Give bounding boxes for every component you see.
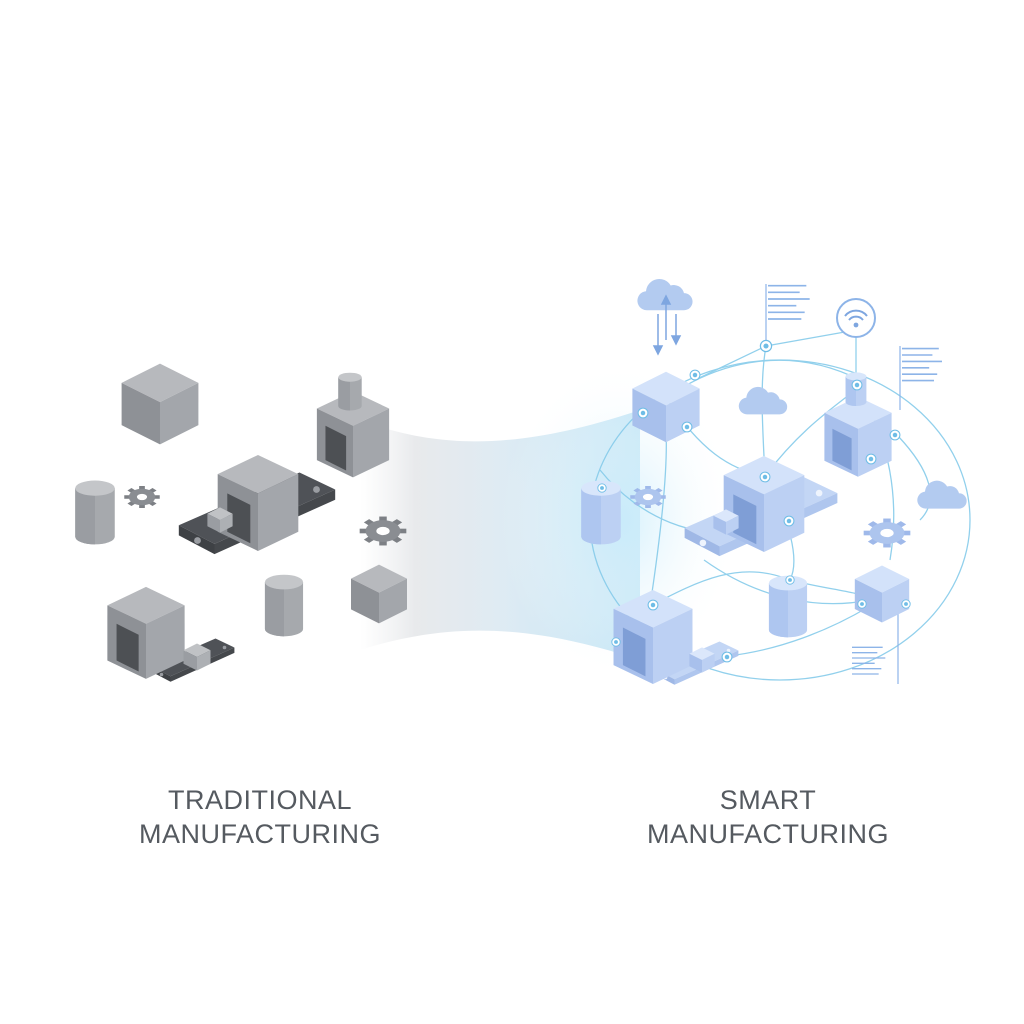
- network-node-icon: [689, 369, 701, 381]
- gear-icon: [359, 516, 407, 546]
- cloud-icon: [738, 386, 788, 415]
- network-node-icon: [721, 651, 733, 663]
- data-transfer-arrows: [652, 294, 682, 356]
- gear-icon: [863, 518, 911, 548]
- doc-connector: [897, 346, 901, 684]
- network-node-icon: [783, 515, 795, 527]
- smart-manufacturing-group: [581, 278, 967, 685]
- machine-icon: [824, 396, 892, 477]
- network-node-icon: [681, 421, 693, 433]
- cylinder-icon: [264, 574, 304, 637]
- network-node-icon: [597, 483, 607, 493]
- network-node-icon: [637, 407, 649, 419]
- data-sheet-icon: [901, 347, 943, 382]
- smart-caption-line2: MANUFACTURING: [647, 819, 889, 849]
- cube-icon: [121, 363, 199, 445]
- traditional-caption-line2: MANUFACTURING: [139, 819, 381, 849]
- traditional-manufacturing-group: [75, 363, 407, 682]
- network-node-icon: [611, 637, 621, 647]
- cylinder-icon: [768, 575, 808, 638]
- traditional-manufacturing-caption: TRADITIONAL MANUFACTURING: [80, 783, 440, 851]
- cloud-icon: [637, 278, 693, 311]
- network-node-icon: [857, 599, 867, 609]
- network-node-icon: [865, 453, 877, 465]
- traditional-caption-line1: TRADITIONAL: [167, 785, 353, 815]
- wifi-icon: [836, 298, 876, 338]
- network-node-icon: [759, 339, 773, 353]
- network-node-icon: [647, 599, 659, 611]
- machine-icon: [107, 586, 185, 679]
- data-sheet-icon: [851, 646, 887, 675]
- gear-icon: [630, 486, 666, 508]
- network-node-icon: [889, 429, 901, 441]
- network-node-icon: [759, 471, 771, 483]
- machine-icon: [723, 455, 805, 552]
- gear-icon: [124, 486, 160, 508]
- smart-manufacturing-caption: SMART MANUFACTURING: [588, 783, 948, 851]
- data-sheet-icon: [767, 284, 811, 320]
- machine-icon: [217, 454, 299, 551]
- cylinder-icon: [338, 372, 362, 411]
- cube-icon: [854, 565, 910, 623]
- network-node-icon: [851, 379, 863, 391]
- network-node-icon: [785, 575, 795, 585]
- smart-caption-line1: SMART: [719, 785, 817, 815]
- network-node-icon: [901, 599, 911, 609]
- cylinder-icon: [75, 480, 115, 545]
- cloud-icon: [917, 480, 967, 509]
